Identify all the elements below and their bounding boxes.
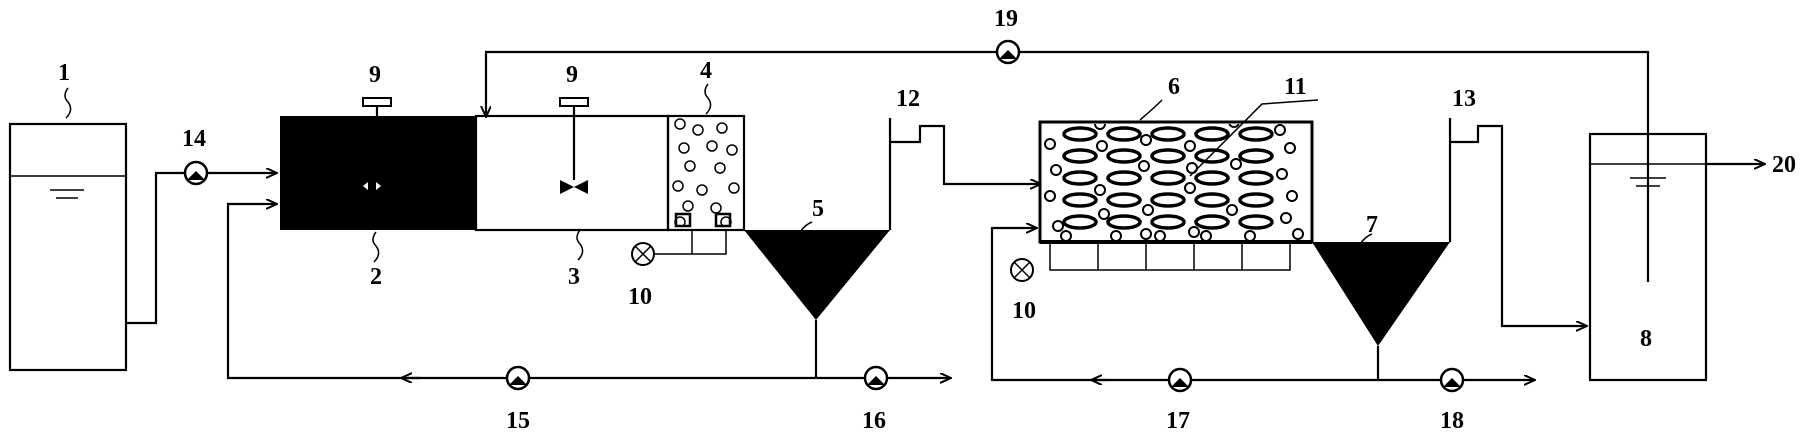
leader-5 xyxy=(799,221,813,233)
label-1: 1 xyxy=(58,60,70,86)
pump-19-icon xyxy=(995,39,1021,65)
leader-6 xyxy=(1139,99,1163,121)
filter-zone-4 xyxy=(666,114,746,232)
label-10-right: 10 xyxy=(1012,298,1036,324)
settler-5 xyxy=(744,118,892,378)
leader-2 xyxy=(372,231,380,263)
anaerobic-zone-2 xyxy=(280,116,476,230)
settler-7 xyxy=(1312,118,1452,380)
label-9-right: 9 xyxy=(566,62,578,88)
label-13: 13 xyxy=(1452,86,1476,112)
biofilm-carriers xyxy=(1062,126,1274,230)
label-11: 11 xyxy=(1284,74,1307,100)
pump-14-icon xyxy=(183,160,209,186)
label-19: 19 xyxy=(994,6,1018,32)
label-12: 12 xyxy=(896,86,920,112)
label-17: 17 xyxy=(1166,408,1190,434)
diffuser-grid xyxy=(1049,241,1291,271)
pump-15-icon xyxy=(505,365,531,391)
pump-17-icon xyxy=(1167,367,1193,393)
stirrer-9-left xyxy=(362,97,392,116)
recycle-line-19 xyxy=(486,50,1650,282)
leader-4 xyxy=(704,83,712,115)
label-10-left: 10 xyxy=(628,284,652,310)
pump-18-icon xyxy=(1439,367,1465,393)
biofilm-reactor-6 xyxy=(1038,120,1314,244)
label-3: 3 xyxy=(568,264,580,290)
aerobic-zone-3 xyxy=(474,114,670,232)
feed-line xyxy=(126,173,276,325)
label-6: 6 xyxy=(1168,74,1180,100)
label-20: 20 xyxy=(1772,152,1796,178)
label-9-left: 9 xyxy=(369,62,381,88)
leader-3 xyxy=(576,229,584,261)
label-16: 16 xyxy=(862,408,886,434)
label-7: 7 xyxy=(1366,212,1378,238)
pump-16-icon xyxy=(863,365,889,391)
stirrer-9-right xyxy=(559,97,589,194)
leader-7 xyxy=(1359,233,1373,245)
overflow-line-12 xyxy=(890,124,1040,184)
label-5: 5 xyxy=(812,196,824,222)
overflow-line-13 xyxy=(1450,124,1586,326)
label-4: 4 xyxy=(700,58,712,84)
aerator-10-right xyxy=(1010,258,1034,282)
label-8: 8 xyxy=(1640,326,1652,352)
leader-1 xyxy=(64,87,72,119)
label-2: 2 xyxy=(370,264,382,290)
raw-water-tank xyxy=(8,122,128,372)
label-15: 15 xyxy=(506,408,530,434)
label-18: 18 xyxy=(1440,408,1464,434)
label-14: 14 xyxy=(182,126,206,152)
leader-11 xyxy=(1189,99,1319,177)
aerator-10-left xyxy=(631,230,727,266)
